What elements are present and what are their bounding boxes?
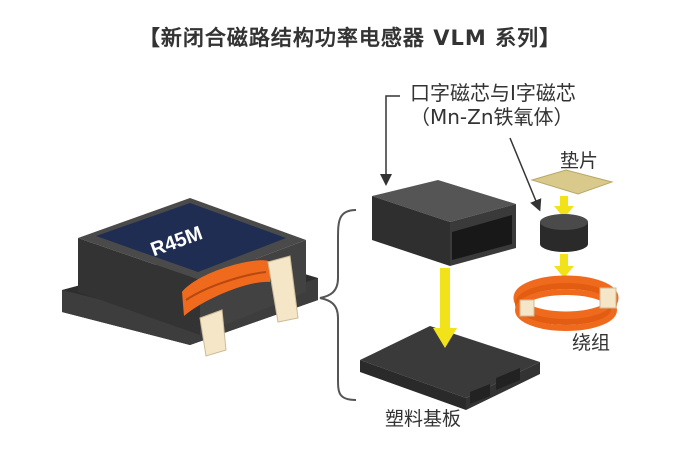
pointer-to-square-core <box>380 95 400 186</box>
diagram-title: 【新闭合磁路结构功率电感器 VLM 系列】 <box>138 26 562 50</box>
inductor-top-label-area <box>96 203 286 272</box>
i-core-disc <box>540 214 588 252</box>
label-winding: 绕组 <box>572 332 611 354</box>
label-pad: 垫片 <box>560 150 599 172</box>
square-core <box>372 180 516 266</box>
arrow-pad-to-core <box>554 196 574 218</box>
inductor-body-left <box>78 238 200 335</box>
winding-coil <box>513 275 619 331</box>
label-base: 塑料基板 <box>385 408 462 430</box>
label-core-line2: （Mn-Zn铁氧体） <box>410 105 574 129</box>
pointer-to-i-core <box>509 137 542 212</box>
coil-terminal-left <box>519 299 535 317</box>
arrow-core-to-base <box>433 268 457 348</box>
grouping-brace <box>319 209 357 401</box>
arrow-core-to-winding <box>554 254 574 278</box>
square-core-window <box>452 215 512 260</box>
plastic-base <box>360 326 540 410</box>
inductor-terminal-right <box>267 255 299 323</box>
label-core-line1: 口字磁芯与I字磁芯 <box>410 81 576 105</box>
coil-terminal-right <box>599 287 617 309</box>
inductor-terminal-left <box>199 309 227 357</box>
assembled-inductor <box>62 198 318 357</box>
pad-shape <box>530 169 614 195</box>
